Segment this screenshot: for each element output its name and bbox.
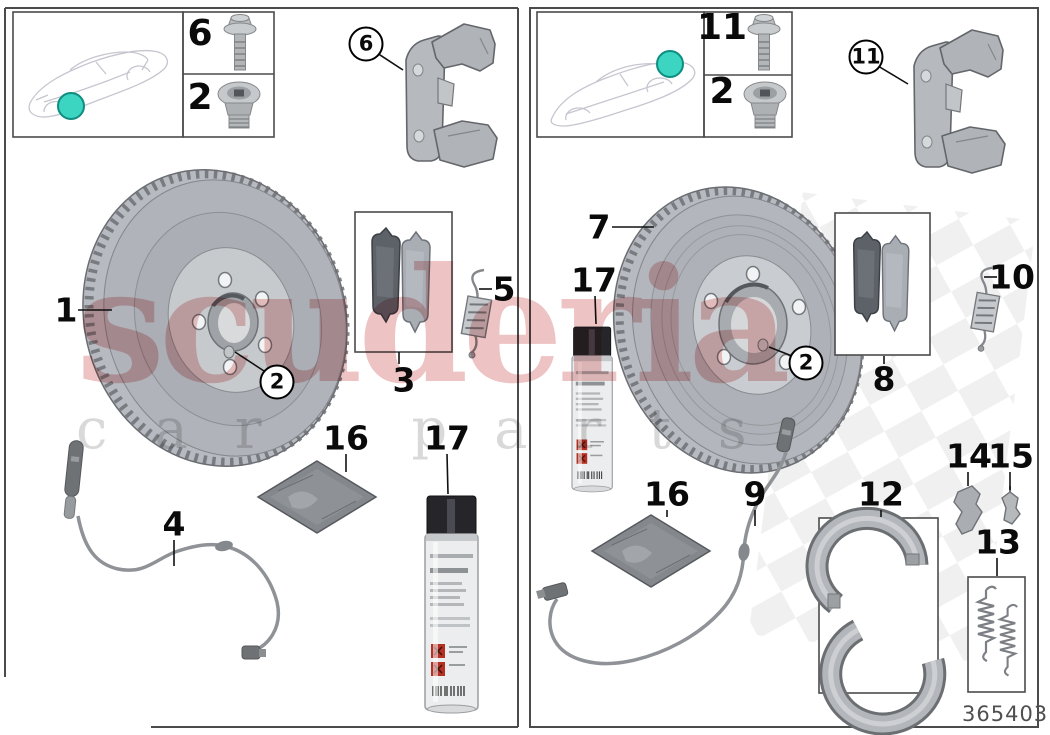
shoe-expander bbox=[1001, 486, 1021, 525]
front-hub-plug-icon bbox=[217, 81, 261, 129]
front-caliper-bolt-icon bbox=[223, 13, 257, 71]
callout-9[interactable]: 9 bbox=[743, 474, 767, 514]
rear-cleaner-spray-can bbox=[571, 326, 613, 493]
diagram-number: 365403 bbox=[962, 702, 1049, 726]
rear-wear-sensor bbox=[536, 417, 796, 666]
front-inset-boxes bbox=[12, 11, 275, 138]
rear-caliper-bolt-icon bbox=[747, 13, 781, 71]
inset-label-11: 11 bbox=[696, 7, 748, 48]
inset-label-2: 2 bbox=[187, 77, 213, 118]
rear-hub-plug-icon bbox=[743, 81, 787, 129]
callout-3[interactable]: 3 bbox=[392, 360, 416, 400]
callout-14[interactable]: 14 bbox=[946, 436, 992, 476]
rear-hub-bolt-icon bbox=[757, 338, 769, 352]
shoe-adjuster bbox=[953, 485, 983, 535]
front-paste-packet bbox=[257, 460, 377, 534]
rear-wheel-highlight-dot[interactable] bbox=[656, 50, 684, 78]
front-wear-sensor bbox=[63, 440, 280, 660]
parking-brake-shoes bbox=[805, 506, 947, 735]
front-wheel-highlight-dot[interactable] bbox=[57, 92, 85, 120]
spring-set-box bbox=[967, 576, 1026, 693]
front-brake-disc bbox=[82, 169, 350, 467]
rear-inset-boxes bbox=[536, 11, 793, 138]
rear-caliper-carrier bbox=[913, 29, 1006, 174]
callout-8[interactable]: 8 bbox=[872, 359, 896, 399]
callout-circled-11[interactable]: 11 bbox=[848, 39, 884, 75]
callout-12[interactable]: 12 bbox=[858, 474, 904, 514]
front-retaining-clip bbox=[460, 268, 493, 360]
front-axle-panel bbox=[12, 11, 498, 714]
callout-circled-6[interactable]: 6 bbox=[348, 26, 384, 62]
callout-10[interactable]: 10 bbox=[989, 257, 1035, 297]
panel-borders bbox=[4, 7, 1039, 728]
front-caliper-carrier bbox=[405, 23, 498, 168]
inset-label-6: 6 bbox=[187, 13, 213, 54]
inset-label-2: 2 bbox=[709, 71, 735, 112]
rear-axle-panel bbox=[536, 11, 1037, 735]
callout-circled-2[interactable]: 2 bbox=[259, 364, 295, 400]
callout-17[interactable]: 17 bbox=[424, 418, 470, 458]
callout-15[interactable]: 15 bbox=[988, 436, 1034, 476]
front-leader-lines bbox=[78, 52, 492, 566]
front-hub-bolt-icon bbox=[223, 345, 235, 359]
callout-13[interactable]: 13 bbox=[975, 522, 1021, 562]
callout-16[interactable]: 16 bbox=[323, 418, 369, 458]
front-car-silhouette-icon bbox=[28, 49, 169, 118]
callout-7[interactable]: 7 bbox=[587, 207, 611, 247]
callout-5[interactable]: 5 bbox=[492, 269, 516, 309]
callout-circled-2[interactable]: 2 bbox=[788, 345, 824, 381]
front-cleaner-spray-can bbox=[424, 495, 479, 714]
callout-4[interactable]: 4 bbox=[162, 504, 186, 544]
callout-16[interactable]: 16 bbox=[644, 474, 690, 514]
rear-paste-packet bbox=[591, 514, 711, 588]
rear-leader-lines bbox=[594, 65, 1011, 576]
rear-brake-disc bbox=[612, 186, 865, 474]
callout-1[interactable]: 1 bbox=[54, 290, 78, 330]
callout-17[interactable]: 17 bbox=[571, 260, 617, 300]
